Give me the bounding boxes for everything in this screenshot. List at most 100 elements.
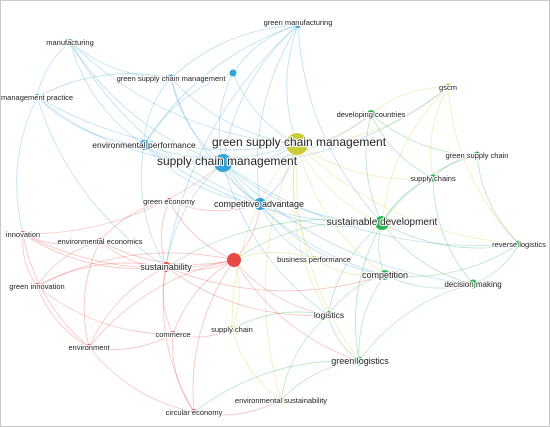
link-green-logistics-circular-economy xyxy=(193,360,360,413)
node-competitive-advantage[interactable] xyxy=(254,198,266,210)
node-manufacturing[interactable] xyxy=(67,39,73,45)
link-green-supply-chain-management-small-competitive-advantage xyxy=(170,77,261,205)
link-logistics-supply-chain xyxy=(231,311,329,330)
link-red-hub-circular-economy xyxy=(192,259,235,413)
link-supply-chain-management-sustainable-development xyxy=(222,162,383,224)
node-logistics[interactable] xyxy=(324,311,332,319)
link-green-supply-chain-management-logistics xyxy=(292,143,329,316)
link-environment-circular-economy xyxy=(88,346,195,413)
node-green-economy[interactable] xyxy=(166,198,172,204)
link-green-supply-chain-management-small-environmental-performance xyxy=(143,77,172,146)
link-sustainable-development-competition xyxy=(378,222,386,276)
label-environmental-performance: environmental performance xyxy=(92,140,196,150)
label-circular-economy: circular economy xyxy=(166,408,223,417)
node-green-supply-chain-management[interactable] xyxy=(286,133,308,155)
link-green-manufacturing-sustainability xyxy=(165,24,299,268)
link-green-manufacturing-blue-unlabeled xyxy=(232,24,299,74)
node-decision-making[interactable] xyxy=(468,279,478,289)
label-innovation: innovation xyxy=(6,230,40,239)
link-green-supply-chain-supply-chains xyxy=(432,154,478,179)
link-supply-chain-red-hub xyxy=(231,259,240,330)
link-developing-countries-supply-chains xyxy=(370,113,434,179)
link-supply-chain-management-competition xyxy=(222,162,386,276)
label-environment: environment xyxy=(68,343,110,352)
node-green-innovation[interactable] xyxy=(34,283,40,289)
node-green-supply-chain-management-small[interactable] xyxy=(167,74,175,82)
link-circular-economy-environmental-sustainability xyxy=(193,399,282,416)
link-manufacturing-green-supply-chain-management xyxy=(69,41,298,145)
node-developing-countries[interactable] xyxy=(367,110,375,118)
link-green-manufacturing-environmental-performance xyxy=(143,24,299,146)
link-supply-chains-decision-making xyxy=(432,177,474,285)
node-red-hub[interactable] xyxy=(227,253,241,267)
link-green-supply-chain-management-environmental-sustainability xyxy=(264,143,298,401)
link-green-economy-competitive-advantage xyxy=(168,200,261,212)
node-business-performance[interactable] xyxy=(311,256,317,262)
link-innovation-environmental-economics xyxy=(22,233,101,246)
link-green-supply-chain-management-sustainable-development xyxy=(296,143,383,224)
label-green-supply-chain-management-small: green supply chain management xyxy=(117,74,227,83)
link-green-supply-chain-management-business-performance xyxy=(293,143,315,260)
node-innovation[interactable] xyxy=(20,231,26,237)
link-green-manufacturing-sustainable-development xyxy=(297,24,383,224)
link-red-hub-green-innovation xyxy=(36,252,235,287)
node-environmental-economics[interactable] xyxy=(97,238,103,244)
link-green-manufacturing-competitive-advantage xyxy=(256,24,299,205)
link-green-supply-chain-reverse-logistics xyxy=(476,154,520,245)
label-environmental-economics: environmental economics xyxy=(57,237,142,246)
node-blue-unlabeled[interactable] xyxy=(229,69,237,77)
link-supply-chain-environmental-sustainability xyxy=(231,328,282,401)
link-sustainability-logistics xyxy=(165,266,329,316)
node-green-supply-chain[interactable] xyxy=(473,151,481,159)
link-innovation-sustainability xyxy=(22,233,167,270)
link-green-economy-environmental-economics xyxy=(99,200,170,242)
link-green-supply-chain-management-competition xyxy=(296,143,386,276)
link-gscm-supply-chains xyxy=(430,86,449,179)
node-sustainable-development[interactable] xyxy=(375,216,389,230)
node-sustainability[interactable] xyxy=(161,262,171,272)
node-gscm[interactable] xyxy=(444,83,452,91)
label-commerce: commerce xyxy=(155,330,190,339)
link-management-practice-innovation xyxy=(16,96,38,235)
link-green-manufacturing-green-supply-chain-management xyxy=(286,24,299,145)
node-supply-chain[interactable] xyxy=(229,326,235,332)
label-green-supply-chain-management: green supply chain management xyxy=(212,135,387,149)
node-environment[interactable] xyxy=(86,344,92,350)
label-competitive-advantage: competitive advantage xyxy=(214,199,304,209)
link-blue-unlabeled-supply-chain-management xyxy=(218,72,234,164)
link-sustainable-development-logistics xyxy=(327,222,383,316)
node-supply-chain-management[interactable] xyxy=(214,154,232,172)
node-green-logistics[interactable] xyxy=(354,356,364,366)
node-reverse-logistics[interactable] xyxy=(515,240,523,248)
label-reverse-logistics: reverse logistics xyxy=(492,240,546,249)
link-innovation-red-hub xyxy=(22,233,235,269)
link-innovation-supply-chain-management xyxy=(22,162,224,235)
link-green-economy-sustainability xyxy=(161,200,170,268)
link-environmental-economics-sustainability xyxy=(99,240,167,268)
link-green-supply-chain-management-small-green-supply-chain-management xyxy=(170,77,298,145)
link-supply-chain-management-decision-making xyxy=(222,162,474,285)
link-green-supply-chain-management-green-logistics xyxy=(295,143,360,362)
node-environmental-sustainability[interactable] xyxy=(278,397,284,403)
link-gscm-reverse-logistics xyxy=(447,86,520,245)
link-green-supply-chain-management-gscm xyxy=(296,86,449,145)
label-green-logistics: green logistics xyxy=(331,356,389,366)
link-supply-chain-management-sustainability xyxy=(165,162,224,268)
link-gscm-developing-countries xyxy=(370,86,449,115)
node-circular-economy[interactable] xyxy=(191,409,197,415)
link-decision-making-reverse-logistics xyxy=(472,243,520,285)
node-commerce[interactable] xyxy=(170,331,176,337)
link-competition-green-logistics xyxy=(358,274,386,362)
link-logistics-environmental-sustainability xyxy=(280,314,329,401)
label-sustainability: sustainability xyxy=(140,262,192,272)
node-green-manufacturing[interactable] xyxy=(295,22,301,28)
link-green-supply-chain-management-small-supply-chain-management xyxy=(170,77,224,164)
node-supply-chains[interactable] xyxy=(429,174,437,182)
label-green-manufacturing: green manufacturing xyxy=(264,18,333,27)
node-competition[interactable] xyxy=(380,270,390,280)
link-gscm-sustainable-development xyxy=(381,86,449,224)
label-management-practice: management practice xyxy=(1,93,73,102)
link-green-supply-chain-sustainable-development xyxy=(381,154,478,224)
node-environmental-performance[interactable] xyxy=(139,140,149,150)
node-management-practice[interactable] xyxy=(34,94,40,100)
